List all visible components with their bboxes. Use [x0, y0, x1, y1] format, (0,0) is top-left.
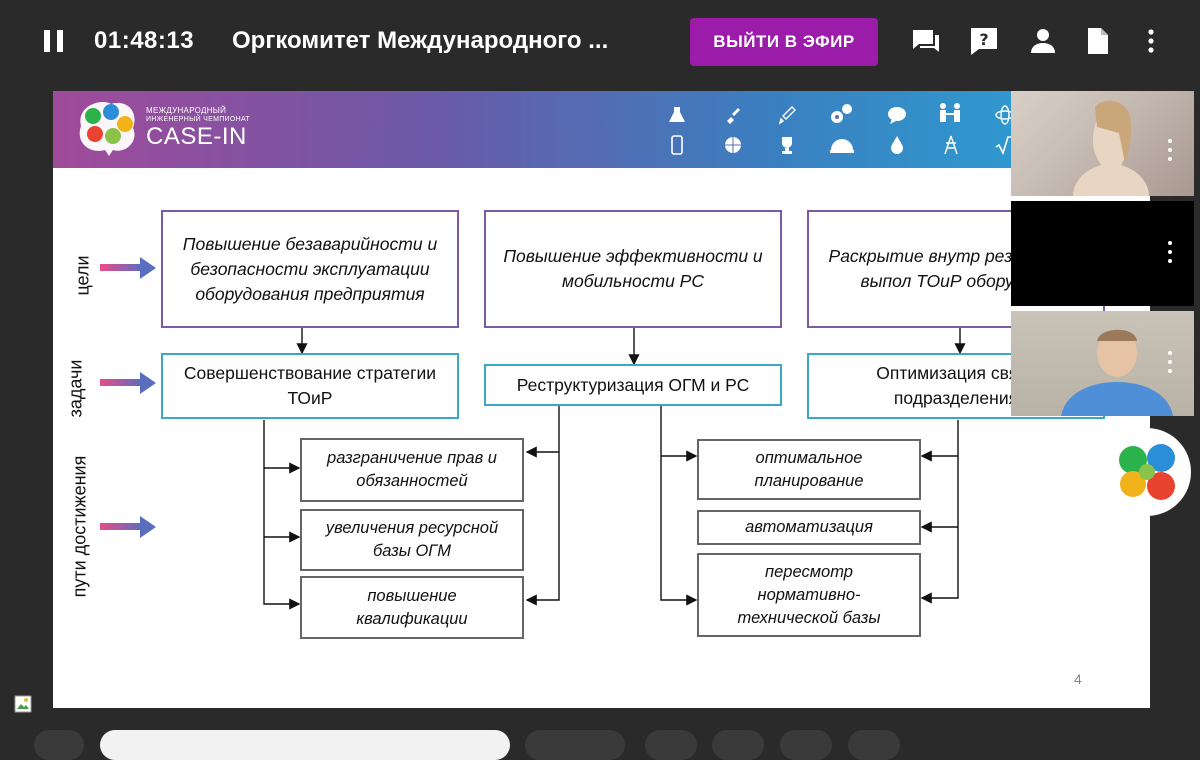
slide-page-number: 4 — [1074, 671, 1082, 687]
path-box-standards: пересмотр нормативно-технической базы — [697, 553, 921, 637]
participant-video-2[interactable] — [1011, 201, 1194, 306]
rocket-icon — [777, 105, 797, 125]
go-live-button[interactable]: ВЫЙТИ В ЭФИР — [690, 18, 878, 66]
globe-icon — [723, 135, 743, 155]
speech-icon — [887, 105, 907, 125]
participant-3-silhouette — [1061, 329, 1173, 416]
goal-box-1: Повышение безаварийности и безопасности … — [161, 210, 459, 328]
presentation-slide: МЕЖДУНАРОДНЫЙ ИНЖЕНЕРНЫЙ ЧЕМПИОНАТ CASE-… — [53, 91, 1150, 708]
logo-line-1: МЕЖДУНАРОДНЫЙ — [146, 106, 227, 115]
broadcast-timer: 01:48:13 — [94, 27, 195, 54]
bottom-control-1[interactable] — [34, 730, 84, 760]
logo-line-2: ИНЖЕНЕРНЫЙ ЧЕМПИОНАТ — [146, 116, 250, 123]
more-vertical-icon[interactable] — [1135, 25, 1167, 57]
plug-icon — [723, 105, 743, 125]
event-title: Оргкомитет Международного ... — [232, 27, 609, 54]
path-box-qualification: повышение квалификации — [300, 576, 524, 639]
path-box-resource: увеличения ресурсной базы ОГМ — [300, 509, 524, 571]
task-box-1: Совершенствование стратегии ТОиР — [161, 353, 459, 419]
participant-3-menu-icon[interactable] — [1168, 351, 1172, 378]
participant-video-3[interactable] — [1011, 311, 1194, 416]
bottom-control-7[interactable] — [848, 730, 900, 760]
bottom-control-5[interactable] — [712, 730, 764, 760]
phone-icon — [667, 135, 687, 155]
bottom-control-6[interactable] — [780, 730, 832, 760]
question-icon[interactable]: ? — [968, 25, 1000, 57]
bottom-control-2[interactable] — [100, 730, 510, 760]
logo-case-in: CASE-IN — [146, 123, 247, 150]
tasks-arrow-icon — [100, 372, 156, 394]
trophy-icon — [777, 135, 797, 155]
helmet-icon — [829, 135, 855, 155]
flask-icon — [667, 105, 687, 125]
case-in-logo-icon — [71, 96, 141, 158]
tower-icon — [941, 135, 961, 155]
broken-image-icon — [14, 695, 32, 713]
bottom-control-4[interactable] — [645, 730, 697, 760]
diagram-connectors — [263, 327, 966, 610]
top-bar: 01:48:13 Оргкомитет Международного ... В… — [0, 0, 1200, 82]
gears-icon — [827, 101, 855, 127]
path-box-rights: разграничение прав и обязанностей — [300, 438, 524, 502]
people-icon — [937, 101, 965, 125]
chat-icon[interactable] — [910, 25, 942, 57]
participant-video-1[interactable] — [1011, 91, 1194, 196]
document-icon[interactable] — [1082, 25, 1114, 57]
participant-2-menu-icon[interactable] — [1168, 241, 1172, 268]
drop-icon — [887, 135, 907, 155]
bottom-control-3[interactable] — [525, 730, 625, 760]
task-box-2: Реструктуризация ОГМ и РС — [484, 364, 782, 406]
case-in-round-logo-icon — [1103, 428, 1191, 516]
path-box-planning: оптимальное планирование — [697, 439, 921, 500]
participant-1-silhouette — [1073, 100, 1149, 196]
pause-icon[interactable] — [44, 30, 64, 52]
goal-box-2: Повышение эффективности и мобильности РС — [484, 210, 782, 328]
person-icon[interactable] — [1027, 25, 1059, 57]
goals-arrow-icon — [100, 257, 156, 279]
paths-arrow-icon — [100, 516, 156, 538]
slide-banner: МЕЖДУНАРОДНЫЙ ИНЖЕНЕРНЫЙ ЧЕМПИОНАТ CASE-… — [53, 91, 1150, 168]
participant-1-menu-icon[interactable] — [1168, 139, 1172, 166]
svg-text:?: ? — [979, 30, 988, 49]
path-box-automation: автоматизация — [697, 510, 921, 545]
